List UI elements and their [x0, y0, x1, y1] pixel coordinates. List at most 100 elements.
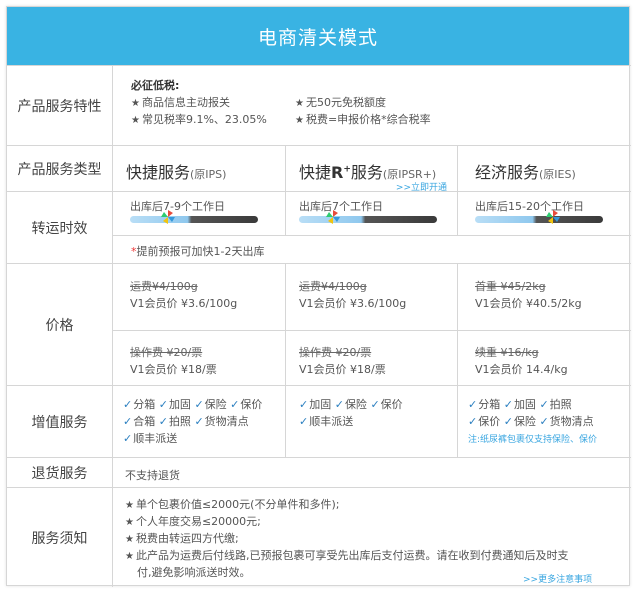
- price-original: 操作费 ¥20/票: [299, 346, 372, 359]
- transit-col-2: 出库后7个工作日: [285, 192, 457, 235]
- value-added-line: ✓分箱 ✓加固 ✓保险 ✓保价: [123, 398, 263, 411]
- price-original: 续重 ¥16/kg: [475, 346, 539, 359]
- notice-item: ★单个包裹价值≤2000元(不分单件和多件);: [125, 498, 340, 511]
- service-col-ies: 经济服务(原IES): [457, 146, 631, 191]
- row-transit: 转运时效 出库后7-9个工作日 出库后7个工作日 出库后15-20个工作日 *提…: [7, 191, 631, 263]
- pinwheel-icon: [326, 210, 340, 224]
- check-icon: ✓: [123, 398, 133, 411]
- transit-col-3: 出库后15-20个工作日: [457, 192, 631, 235]
- star-icon: ★: [295, 115, 304, 126]
- price-member: V1会员价 ¥18/票: [299, 363, 386, 376]
- price-original: 操作费 ¥20/票: [130, 346, 203, 359]
- label-service-types: 产品服务类型: [7, 146, 113, 191]
- value-added-note: 注:纸尿裤包裹仅支持保险、保价: [468, 435, 598, 445]
- service-title-ips: 快捷服务(原IPS): [126, 163, 227, 182]
- row-notice: 服务须知 ★单个包裹价值≤2000元(不分单件和多件); ★个人年度交易≤200…: [7, 487, 631, 587]
- row-value-added: 增值服务 ✓分箱 ✓加固 ✓保险 ✓保价 ✓合箱 ✓拍照 ✓货物清点 ✓顺丰派送…: [7, 385, 631, 457]
- label-value-added: 增值服务: [7, 386, 113, 457]
- feature-item: ★常见税率9.1%、23.05%: [131, 113, 267, 126]
- pinwheel-icon: [161, 210, 175, 224]
- star-icon: ★: [295, 98, 304, 109]
- value-added-line: ✓顺丰派送: [299, 415, 354, 428]
- check-icon: ✓: [299, 398, 309, 411]
- star-icon: ★: [131, 115, 140, 126]
- price-col-1: 运费¥4/100g V1会员价 ¥3.6/100g 操作费 ¥20/票 V1会员…: [113, 264, 285, 385]
- value-added-line: ✓加固 ✓保险 ✓保价: [299, 398, 403, 411]
- price-col-2: 运费¥4/100g V1会员价 ¥3.6/100g 操作费 ¥20/票 V1会员…: [285, 264, 457, 385]
- service-title-ipsr: 快捷R+服务(原IPSR+): [299, 163, 437, 182]
- value-added-col-1: ✓分箱 ✓加固 ✓保险 ✓保价 ✓合箱 ✓拍照 ✓货物清点 ✓顺丰派送: [113, 386, 285, 457]
- price-original: 首重 ¥45/2kg: [475, 280, 546, 293]
- price-member: V1会员价 ¥3.6/100g: [299, 297, 407, 310]
- check-icon: ✓: [468, 398, 478, 411]
- star-icon: ★: [125, 500, 134, 511]
- open-now-link[interactable]: >>立即开通: [395, 183, 447, 193]
- row-return: 退货服务 不支持退货: [7, 457, 631, 487]
- price-member: V1会员价 14.4/kg: [475, 363, 568, 376]
- check-icon: ✓: [539, 398, 549, 411]
- more-notices-link[interactable]: >>更多注意事项: [523, 575, 593, 585]
- row-price: 价格 运费¥4/100g V1会员价 ¥3.6/100g 操作费 ¥20/票 V…: [7, 263, 631, 385]
- feature-item: ★税费=申报价格*综合税率: [295, 113, 431, 126]
- check-icon: ✓: [158, 415, 168, 428]
- label-return: 退货服务: [7, 458, 113, 487]
- feature-item: ★无50元免税额度: [295, 96, 386, 109]
- check-icon: ✓: [299, 415, 309, 428]
- check-icon: ✓: [468, 415, 478, 428]
- price-original: 运费¥4/100g: [299, 280, 367, 293]
- value-added-line: ✓分箱 ✓加固 ✓拍照: [468, 398, 572, 411]
- check-icon: ✓: [503, 398, 513, 411]
- page-title: 电商清关模式: [7, 7, 629, 65]
- check-icon: ✓: [230, 398, 240, 411]
- return-text: 不支持退货: [125, 469, 180, 482]
- feature-item: ★商品信息主动报关: [131, 96, 230, 109]
- star-icon: ★: [125, 517, 134, 528]
- check-icon: ✓: [539, 415, 549, 428]
- transit-note: *提前预报可加快1-2天出库: [131, 245, 265, 258]
- label-transit: 转运时效: [7, 192, 113, 263]
- row-service-types: 产品服务类型 快捷服务(原IPS) 快捷R+服务(原IPSR+) >>立即开通 …: [7, 145, 631, 193]
- value-added-col-3: ✓分箱 ✓加固 ✓拍照 ✓保价 ✓保险 ✓货物清点 注:纸尿裤包裹仅支持保险、保…: [457, 386, 631, 457]
- value-added-line: ✓顺丰派送: [123, 432, 178, 445]
- star-icon: ★: [125, 551, 134, 562]
- price-member: V1会员价 ¥18/票: [130, 363, 217, 376]
- row-features: 产品服务特性 必征低税: ★商品信息主动报关 ★无50元免税额度 ★常见税率9.…: [7, 65, 631, 145]
- check-icon: ✓: [123, 415, 133, 428]
- transit-progress-bar: [130, 210, 258, 224]
- notice-item-continued: 付,避免影响派送时效。: [137, 566, 251, 579]
- check-icon: ✓: [194, 415, 204, 428]
- value-added-line: ✓保价 ✓保险 ✓货物清点: [468, 415, 594, 428]
- label-notice: 服务须知: [7, 488, 113, 587]
- transit-col-1: 出库后7-9个工作日: [113, 192, 285, 235]
- check-icon: ✓: [194, 398, 204, 411]
- notice-item: ★此产品为运费后付线路,已预报包裹可享受先出库后支付运费。请在收到付费通知后及时…: [125, 549, 569, 562]
- transit-time: 出库后7个工作日: [299, 200, 383, 213]
- pinwheel-icon: [546, 210, 560, 224]
- value-added-line: ✓合箱 ✓拍照 ✓货物清点: [123, 415, 249, 428]
- check-icon: ✓: [158, 398, 168, 411]
- transit-progress-bar: [475, 210, 603, 224]
- check-icon: ✓: [503, 415, 513, 428]
- price-member: V1会员价 ¥3.6/100g: [130, 297, 238, 310]
- notice-item: ★个人年度交易≤20000元;: [125, 515, 261, 528]
- service-col-ips: 快捷服务(原IPS): [113, 146, 285, 191]
- star-icon: ★: [131, 98, 140, 109]
- service-col-ipsr: 快捷R+服务(原IPSR+) >>立即开通: [285, 146, 457, 193]
- transit-time: 出库后7-9个工作日: [130, 200, 225, 213]
- value-added-col-2: ✓加固 ✓保险 ✓保价 ✓顺丰派送: [285, 386, 457, 457]
- transit-progress-bar: [299, 210, 437, 224]
- price-original: 运费¥4/100g: [130, 280, 198, 293]
- star-icon: ★: [125, 534, 134, 545]
- label-price: 价格: [7, 264, 113, 385]
- price-col-3: 首重 ¥45/2kg V1会员价 ¥40.5/2kg 续重 ¥16/kg V1会…: [457, 264, 631, 385]
- transit-time: 出库后15-20个工作日: [475, 200, 584, 213]
- features-cell: 必征低税: ★商品信息主动报关 ★无50元免税额度 ★常见税率9.1%、23.0…: [113, 66, 631, 145]
- price-member: V1会员价 ¥40.5/2kg: [475, 297, 582, 310]
- check-icon: ✓: [334, 398, 344, 411]
- features-heading: 必征低税:: [131, 79, 180, 92]
- service-title-ies: 经济服务(原IES): [475, 163, 576, 182]
- check-icon: ✓: [123, 432, 133, 445]
- check-icon: ✓: [370, 398, 380, 411]
- label-features: 产品服务特性: [7, 66, 113, 145]
- notice-item: ★税费由转运四方代缴;: [125, 532, 239, 545]
